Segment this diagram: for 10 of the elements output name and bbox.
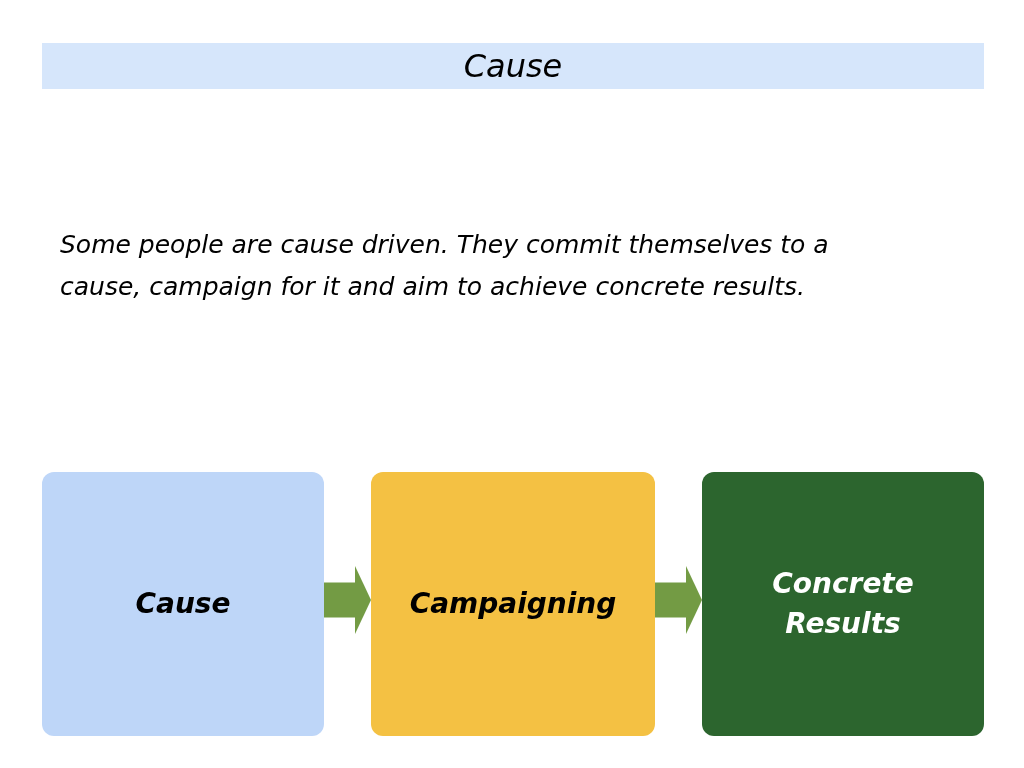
block-arrow bbox=[324, 566, 371, 634]
description-text: Some people are cause driven. They commit themselves to a cause, campaign for it and aim to achieve concrete results. bbox=[60, 229, 830, 303]
step-label: Campaigning bbox=[409, 586, 617, 622]
step-box bbox=[702, 472, 984, 736]
step-label: Cause bbox=[135, 586, 231, 622]
title: Cause bbox=[463, 47, 563, 85]
step-label: Concrete Results bbox=[771, 566, 915, 642]
block-arrow bbox=[655, 566, 702, 634]
step-box bbox=[42, 472, 324, 736]
step-box bbox=[371, 472, 655, 736]
